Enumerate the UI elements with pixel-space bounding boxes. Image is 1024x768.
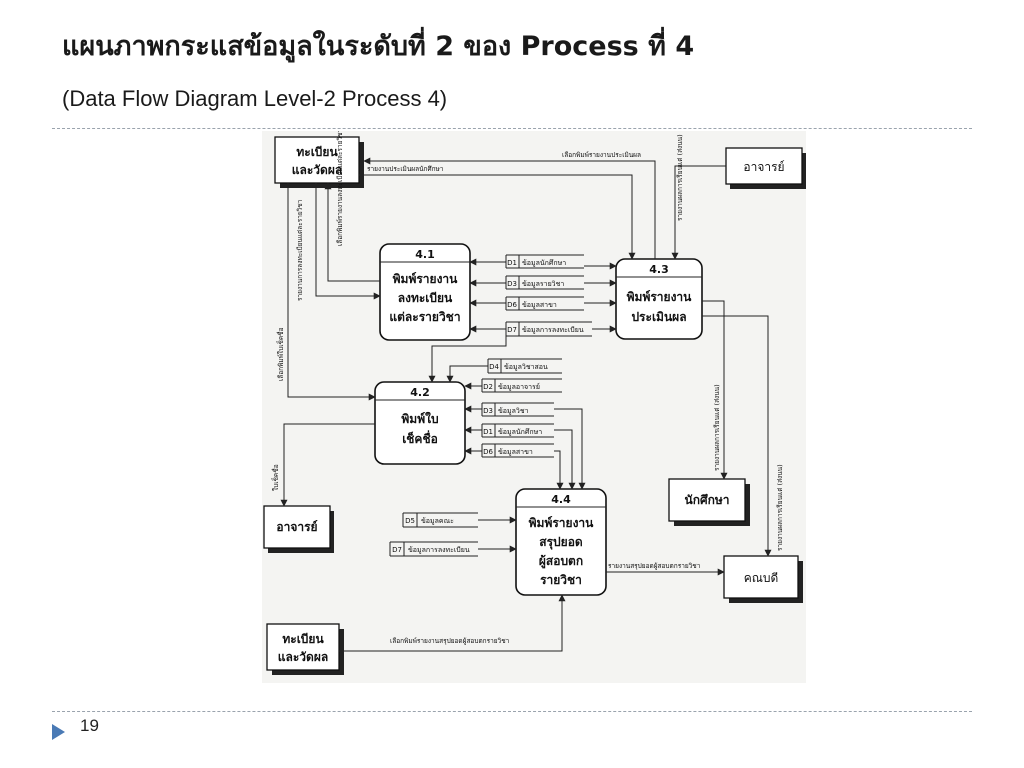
- datastore-d7-a-id: D7: [507, 326, 517, 334]
- datastore-group-3: D5 ข้อมูลคณะ D7 ข้อมูลการลงทะเบียน: [389, 512, 478, 557]
- datastore-d6-a: D6 ข้อมูลสาขา: [505, 296, 584, 311]
- entity-lecturer-bottom-label: อาจารย์: [276, 520, 317, 534]
- page-number: 19: [80, 716, 99, 735]
- process-4-1-line2: ลงทะเบียน: [398, 291, 453, 305]
- process-4-4-line1: พิมพ์รายงาน: [529, 516, 595, 530]
- datastore-d7-c-name: ข้อมูลการลงทะเบียน: [408, 546, 470, 554]
- datastore-d4-b-id: D4: [489, 363, 499, 371]
- process-4-2-line1: พิมพ์ใบ: [401, 411, 438, 426]
- datastore-d2-b-id: D2: [483, 383, 493, 391]
- process-4-3: 4.3 พิมพ์รายงาน ประเมินผล: [615, 258, 703, 340]
- datastore-d6-b: D6 ข้อมูลสาขา: [481, 443, 554, 458]
- datastore-d1-b-name: ข้อมูลนักศึกษา: [498, 427, 542, 436]
- bottom-divider: [52, 711, 972, 712]
- datastore-d5-c: D5 ข้อมูลคณะ: [402, 512, 478, 528]
- datastore-d3-a-id: D3: [507, 280, 517, 288]
- datastore-d1-a-name: ข้อมูลนักศึกษา: [522, 258, 566, 267]
- datastore-d3-b-id: D3: [483, 407, 493, 415]
- datastore-d1-a: D1 ข้อมูลนักศึกษา: [505, 254, 584, 269]
- flow-select-check-sheet: เลือกพิมพ์ใบเช็คชื่อ: [276, 327, 285, 381]
- entity-registrar-top-line2: และวัดผล: [292, 163, 342, 177]
- datastore-d6-b-name: ข้อมูลสาขา: [498, 448, 533, 456]
- datastore-d3-a: D3 ข้อมูลรายวิชา: [505, 275, 584, 290]
- datastore-d6-a-id: D6: [507, 301, 517, 309]
- datastore-group-1: D1 ข้อมูลนักศึกษา D3 ข้อมูลรายวิชา D6 ข้…: [505, 254, 592, 337]
- dfd-diagram: ทะเบียน และวัดผล อาจารย์ นักศึกษา อาจารย…: [263, 131, 806, 675]
- flow-reg-report-per-course: รายงานการลงทะเบียนแต่ละรายวิชา: [296, 199, 304, 301]
- dfd-scan: ทะเบียน และวัดผล อาจารย์ นักศึกษา อาจารย…: [262, 131, 806, 683]
- entity-lecturer-bottom: อาจารย์: [263, 505, 334, 553]
- process-4-4-line4: รายวิชา: [540, 573, 582, 587]
- datastore-d5-c-name: ข้อมูลคณะ: [421, 517, 454, 525]
- datastore-d6-b-id: D6: [483, 448, 493, 456]
- process-4-4-line2: สรุปยอด: [539, 535, 583, 550]
- entity-registrar-top-line1: ทะเบียน: [296, 145, 338, 159]
- datastore-d7-a: D7 ข้อมูลการลงทะเบียน: [505, 321, 592, 337]
- play-arrow-icon: [52, 724, 65, 740]
- flow-fail-summary-report: รายงานสรุปยอดผู้สอบตกรายวิชา: [608, 562, 701, 570]
- process-4-3-id: 4.3: [649, 263, 669, 276]
- process-4-3-line1: พิมพ์รายงาน: [627, 290, 693, 304]
- flow-select-reg-report: เลือกพิมพ์รายงานลงทะเบียนแต่ละรายวิชา: [336, 131, 344, 246]
- process-4-2-id: 4.2: [410, 386, 430, 399]
- datastore-d1-b-id: D1: [483, 428, 493, 436]
- datastore-group-2: D4 ข้อมูลวิชาสอน D2 ข้อมูลอาจารย์ D3 ข้อ…: [481, 358, 562, 458]
- datastore-d4-b-name: ข้อมูลวิชาสอน: [504, 363, 548, 371]
- datastore-d3-a-name: ข้อมูลรายวิชา: [522, 280, 564, 288]
- entity-lecturer-top: อาจารย์: [725, 147, 806, 189]
- process-4-1: 4.1 พิมพ์รายงาน ลงทะเบียน แต่ละรายวิชา: [379, 243, 471, 341]
- datastore-d2-b-name: ข้อมูลอาจารย์: [498, 383, 540, 391]
- datastore-d3-b: D3 ข้อมูลวิชา: [481, 402, 554, 417]
- slide-title: แผนภาพกระแสข้อมูลในระดับที่ 2 ของ Proces…: [62, 31, 695, 62]
- flow-grade-report-lecturer: รายงานผลการเรียนแต่ (ส่งนน): [676, 134, 684, 221]
- flow-student-eval-report: รายงานประเมินผลนักศึกษา: [367, 165, 444, 173]
- datastore-d3-b-name: ข้อมูลวิชา: [498, 407, 529, 415]
- process-4-2: 4.2 พิมพ์ใบ เช็คชื่อ: [374, 381, 466, 465]
- datastore-d1-b: D1 ข้อมูลนักศึกษา: [481, 423, 554, 438]
- process-4-1-line3: แต่ละรายวิชา: [389, 310, 460, 324]
- datastore-d7-c: D7 ข้อมูลการลงทะเบียน: [389, 541, 478, 557]
- flow-grade-report-student: รายงานผลการเรียนแต่ (ส่งนน): [713, 384, 721, 471]
- entity-dean: คณบดี: [723, 555, 803, 603]
- flow-select-fail-summary: เลือกพิมพ์รายงานสรุปยอดผู้สอบตกรายวิชา: [390, 637, 510, 645]
- process-4-3-line2: ประเมินผล: [631, 310, 686, 324]
- datastore-d7-a-name: ข้อมูลการลงทะเบียน: [522, 326, 584, 334]
- slide-subtitle: (Data Flow Diagram Level-2 Process 4): [62, 86, 448, 111]
- process-4-4: 4.4 พิมพ์รายงาน สรุปยอด ผู้สอบตก รายวิชา: [515, 488, 607, 596]
- datastore-d7-c-id: D7: [392, 546, 402, 554]
- flow-grade-report-dean: รายงานผลการเรียนแต่ (ส่งนน): [776, 464, 784, 551]
- process-4-1-line1: พิมพ์รายงาน: [393, 272, 459, 286]
- datastore-d4-b: D4 ข้อมูลวิชาสอน: [487, 358, 562, 374]
- process-4-4-line3: ผู้สอบตก: [539, 554, 583, 569]
- flow-lines: เลือกพิมพ์รายงานประเมินผล รายงานประเมินผ…: [271, 131, 784, 652]
- process-4-4-id: 4.4: [551, 493, 571, 506]
- entity-lecturer-top-label: อาจารย์: [743, 160, 784, 174]
- datastore-d5-c-id: D5: [405, 517, 415, 525]
- flow-check-sheet: ใบเช็คชื่อ: [271, 464, 280, 491]
- process-4-2-line2: เช็คชื่อ: [402, 430, 438, 446]
- entity-student-label: นักศึกษา: [685, 493, 730, 507]
- entity-dean-label: คณบดี: [744, 571, 779, 585]
- entity-registrar-bottom-line2: และวัดผล: [278, 650, 328, 664]
- entity-registrar-top: ทะเบียน และวัดผล: [274, 136, 364, 188]
- process-4-1-id: 4.1: [415, 248, 435, 261]
- flow-select-eval-report: เลือกพิมพ์รายงานประเมินผล: [562, 151, 641, 159]
- datastore-d1-a-id: D1: [507, 259, 517, 267]
- datastore-d2-b: D2 ข้อมูลอาจารย์: [481, 378, 562, 393]
- top-divider: [52, 128, 972, 129]
- datastore-d6-a-name: ข้อมูลสาขา: [522, 301, 557, 309]
- entity-registrar-bottom-line1: ทะเบียน: [282, 632, 324, 646]
- entity-student: นักศึกษา: [668, 478, 750, 526]
- entity-registrar-bottom: ทะเบียน และวัดผล: [266, 623, 344, 675]
